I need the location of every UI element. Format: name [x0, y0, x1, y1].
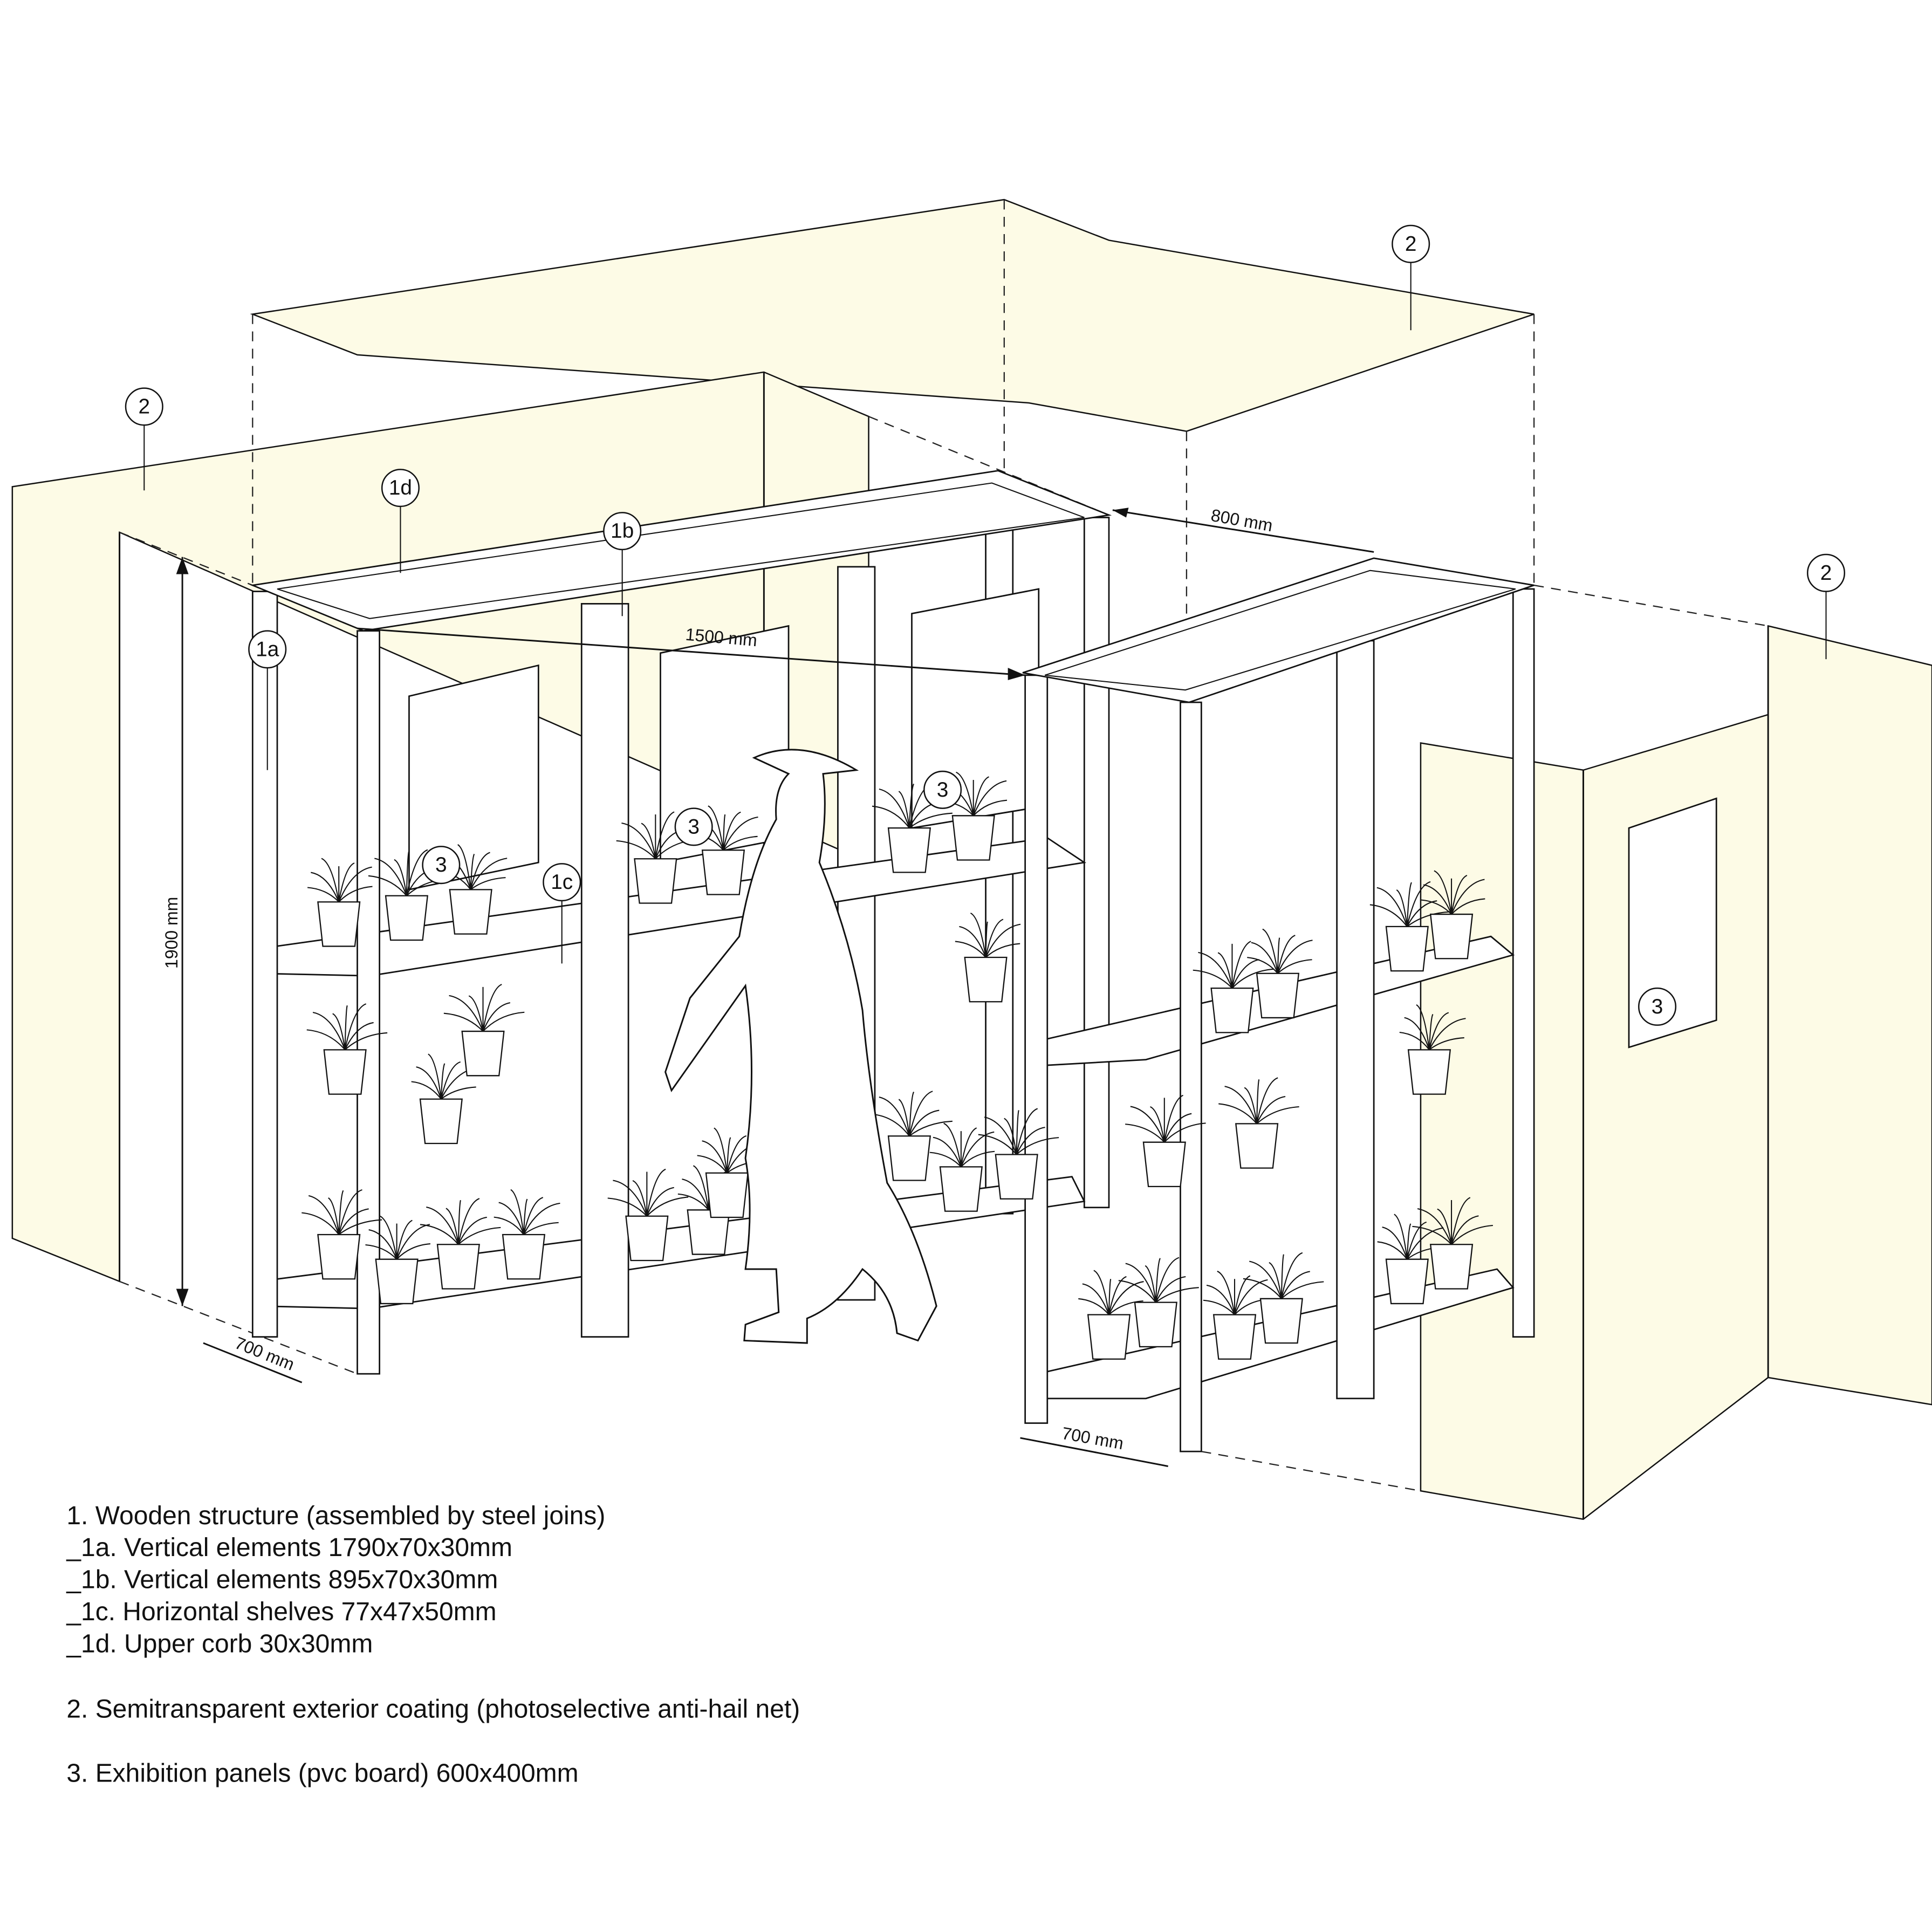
- potted-plants: [302, 771, 1493, 1360]
- exhibition-panel-left: [408, 664, 539, 891]
- svg-text:1d: 1d: [389, 476, 412, 499]
- potted-plant: [616, 811, 697, 904]
- legend: 1. Wooden structure (assembled by steel …: [66, 1502, 800, 1787]
- callout-net-right: 2: [1807, 553, 1846, 660]
- callout-vertical-short: 1b: [603, 512, 642, 616]
- dimension-height: 1900 mm: [162, 557, 189, 1306]
- potted-plant: [368, 849, 449, 941]
- potted-plant: [1420, 870, 1485, 960]
- legend-item-1b: _1b. Vertical elements 895x70x30mm: [66, 1566, 498, 1594]
- callout-net-roof: 2: [1392, 224, 1430, 331]
- callout-panel-left: 3: [422, 846, 461, 885]
- potted-plant: [1243, 1252, 1324, 1344]
- svg-text:3: 3: [435, 853, 447, 876]
- svg-text:2: 2: [1820, 561, 1832, 585]
- potted-plant: [1218, 1077, 1299, 1169]
- callout-panel-right: 3: [923, 770, 962, 809]
- potted-plant: [1078, 1270, 1144, 1360]
- right-net-wall: [1420, 625, 1932, 1520]
- potted-plant: [494, 1189, 560, 1280]
- legend-item-1c: _1c. Horizontal shelves 77x47x50mm: [66, 1598, 496, 1626]
- potted-plant: [1399, 1004, 1466, 1095]
- wall-panel: [1628, 797, 1717, 1049]
- potted-plant: [307, 858, 373, 947]
- svg-text:2: 2: [138, 395, 150, 418]
- potted-plant: [1412, 1197, 1493, 1290]
- svg-text:1c: 1c: [551, 871, 573, 894]
- legend-item-3: 3. Exhibition panels (pvc board) 600x400…: [66, 1759, 578, 1787]
- legend-item-1d: _1d. Upper corb 30x30mm: [66, 1629, 373, 1658]
- visitor-silhouette: [664, 749, 937, 1344]
- potted-plant: [1193, 941, 1274, 1033]
- potted-plant: [942, 771, 1008, 861]
- potted-plant: [978, 1108, 1059, 1200]
- legend-item-1a: _1a. Vertical elements 1790x70x30mm: [66, 1533, 512, 1562]
- callout-panel-wall: 3: [1638, 987, 1677, 1026]
- svg-text:2: 2: [1405, 232, 1417, 256]
- callout-upper-corb: 1d: [381, 469, 420, 573]
- svg-text:3: 3: [937, 778, 949, 801]
- potted-plant: [872, 1091, 953, 1181]
- callout-shelves: 1c: [543, 863, 581, 964]
- callout-vertical-long: 1a: [248, 630, 287, 770]
- legend-item-1: 1. Wooden structure (assembled by steel …: [66, 1502, 605, 1530]
- potted-plant: [443, 984, 525, 1077]
- height-dimension-label: 1900 mm: [162, 897, 181, 969]
- potted-plant: [306, 1003, 388, 1095]
- callout-net-left: 2: [125, 387, 163, 491]
- potted-plant: [1247, 928, 1313, 1019]
- potted-plant: [365, 1215, 430, 1305]
- potted-plant: [1369, 881, 1450, 972]
- legend-item-2: 2. Semitransparent exterior coating (pho…: [66, 1695, 800, 1724]
- potted-plant: [302, 1189, 382, 1280]
- potted-plant: [1377, 1214, 1444, 1305]
- svg-text:1a: 1a: [256, 638, 279, 661]
- potted-plant: [411, 1053, 478, 1145]
- svg-text:3: 3: [688, 815, 700, 838]
- potted-plant: [1125, 1094, 1206, 1188]
- potted-plant: [1203, 1270, 1269, 1360]
- callout-panel-mid: 3: [674, 807, 713, 846]
- potted-plant: [441, 844, 508, 935]
- svg-text:1b: 1b: [611, 519, 634, 543]
- potted-plant: [955, 912, 1021, 1003]
- potted-plant: [697, 1127, 764, 1218]
- potted-plant: [420, 1198, 501, 1290]
- potted-plant: [872, 783, 953, 873]
- potted-plant: [1118, 1257, 1199, 1348]
- potted-plant: [607, 1168, 689, 1262]
- potted-plant: [929, 1122, 995, 1212]
- svg-text:3: 3: [1652, 995, 1663, 1018]
- roof-net: [250, 198, 1534, 432]
